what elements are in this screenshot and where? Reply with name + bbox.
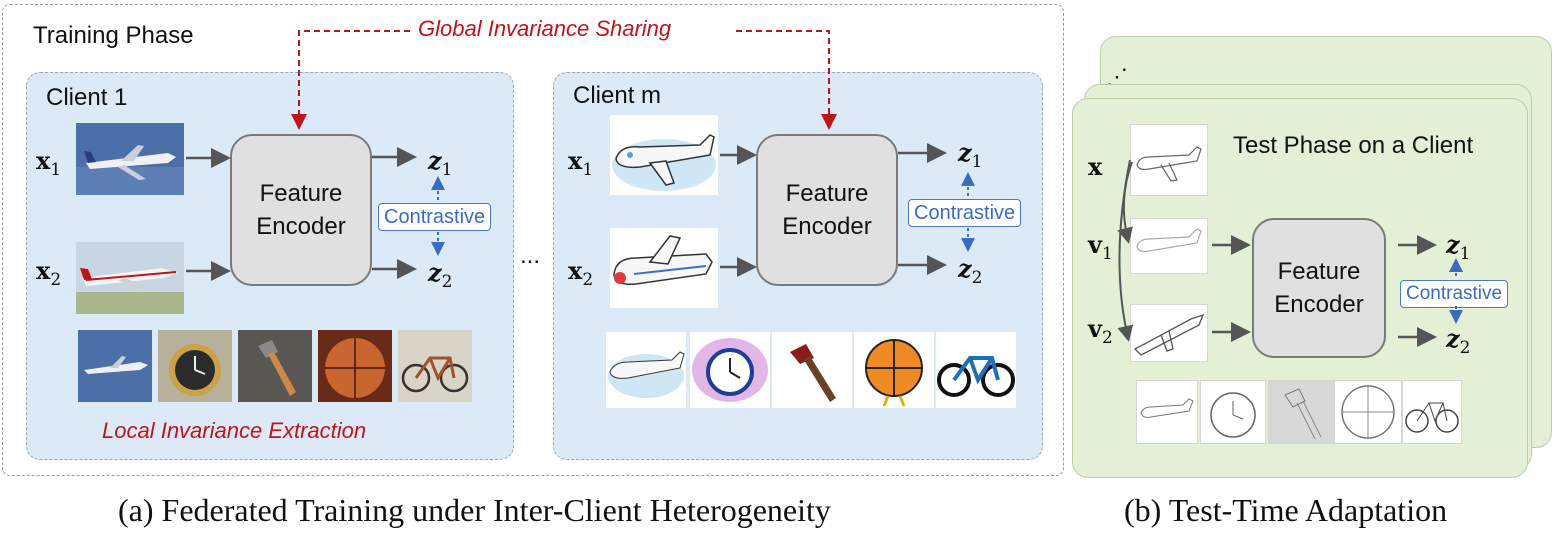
global-invariance-label: Global Invariance Sharing	[410, 16, 680, 42]
clientm-thumb-alarm-clock	[690, 332, 770, 408]
client1-thumb-basketball	[318, 330, 392, 402]
client-m-label: Client m	[573, 82, 662, 109]
clientm-contrastive-label: Contrastive	[908, 199, 1022, 227]
client1-z2-symbol: z2	[428, 258, 453, 292]
test-v2-symbol: v2	[1088, 314, 1113, 348]
clients-ellipsis: ...	[520, 242, 541, 269]
client1-x2-symbol: x2	[36, 256, 62, 290]
client1-thumb-alarm-clock	[158, 330, 232, 402]
global-sharing-left-line	[291, 30, 410, 130]
clientm-feature-encoder: Feature Encoder	[756, 134, 898, 286]
clientm-thumb-axe	[772, 332, 852, 408]
test-phase-title: Test Phase on a Client	[1233, 132, 1474, 159]
test-z1-symbol: z1	[1446, 230, 1471, 264]
caption-b: (b) Test-Time Adaptation	[1124, 492, 1448, 528]
test-x-to-v2-curve	[1117, 159, 1134, 342]
client1-thumb-axe	[238, 330, 312, 402]
clientm-thumb-airplane	[606, 332, 686, 408]
clientm-x1-cartoon-airplane	[610, 115, 718, 195]
client1-feature-encoder: Feature Encoder	[230, 134, 372, 286]
test-feature-encoder: Feature Encoder	[1252, 218, 1386, 358]
client1-thumb-airplane	[78, 330, 152, 402]
test-v1-symbol: v1	[1088, 230, 1113, 264]
clientm-x2-cartoon-airplane	[610, 228, 718, 308]
client1-z1-symbol: z1	[428, 146, 453, 180]
test-thumb-axe	[1268, 380, 1334, 444]
client1-x1-symbol: x1	[36, 146, 62, 180]
clientm-z2-symbol: z2	[958, 254, 983, 288]
test-x-sketch-airplane	[1130, 124, 1208, 196]
client1-x2-airplane-photo	[76, 242, 184, 314]
clientm-x2-symbol: x2	[568, 256, 594, 290]
global-sharing-right-line	[736, 30, 837, 130]
test-thumb-alarm-clock	[1200, 380, 1266, 444]
local-invariance-label: Local Invariance Extraction	[102, 418, 367, 443]
clientm-thumb-bicycle	[936, 332, 1016, 408]
clientm-thumb-basketball	[854, 332, 934, 408]
test-thumb-airplane	[1136, 380, 1198, 444]
training-phase-title: Training Phase	[33, 22, 194, 49]
test-v2-sketch-airplane	[1130, 304, 1208, 362]
test-v1-sketch-airplane	[1130, 218, 1208, 274]
client1-thumb-bicycle	[398, 330, 472, 402]
test-stack-dots: ⋰	[1106, 64, 1128, 89]
caption-a: (a) Federated Training under Inter-Clien…	[118, 492, 831, 528]
clientm-x1-symbol: x1	[568, 146, 594, 180]
client1-x1-airplane-photo	[76, 123, 184, 195]
client-1-label: Client 1	[46, 84, 128, 111]
clientm-z1-symbol: z1	[958, 138, 983, 172]
training-phase-panel	[2, 4, 1064, 476]
test-thumb-bicycle	[1402, 380, 1462, 444]
test-z2-symbol: z2	[1446, 324, 1471, 358]
test-thumb-basketball	[1334, 380, 1402, 444]
test-x-symbol: x	[1088, 152, 1103, 181]
client1-contrastive-label: Contrastive	[378, 203, 492, 231]
test-contrastive-label: Contrastive	[1400, 280, 1509, 308]
